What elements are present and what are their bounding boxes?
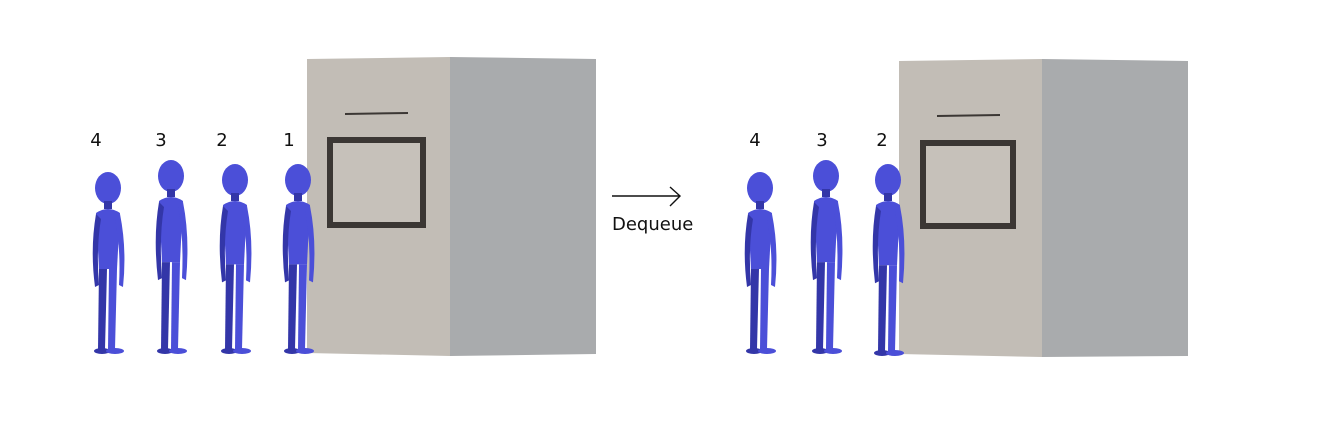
queue-label-2: 2 xyxy=(216,130,228,151)
booth-window xyxy=(327,137,426,228)
person-icon xyxy=(219,164,252,354)
right-arrow-icon xyxy=(612,186,682,207)
people-layer xyxy=(92,160,905,356)
queue-label-3: 3 xyxy=(155,130,167,151)
booth-slot xyxy=(344,112,409,115)
queue-label-4: 4 xyxy=(90,130,102,151)
person-icon xyxy=(744,172,777,354)
queue-label-2: 2 xyxy=(876,130,888,151)
person-icon xyxy=(282,164,315,354)
booth-side-face xyxy=(1042,59,1188,357)
queue-label-3: 3 xyxy=(816,130,828,151)
queue-label-1: 1 xyxy=(283,130,295,151)
booth-window xyxy=(920,140,1016,229)
booth-after xyxy=(899,59,1188,357)
booth-slot xyxy=(936,114,1001,117)
queue-label-4: 4 xyxy=(749,130,761,151)
person-icon xyxy=(92,172,125,354)
person-icon xyxy=(872,164,905,356)
dequeue-label: Dequeue xyxy=(612,214,694,235)
person-icon xyxy=(155,160,188,354)
person-icon xyxy=(810,160,843,354)
booth-before xyxy=(307,57,596,356)
booth-side-face xyxy=(450,57,596,356)
